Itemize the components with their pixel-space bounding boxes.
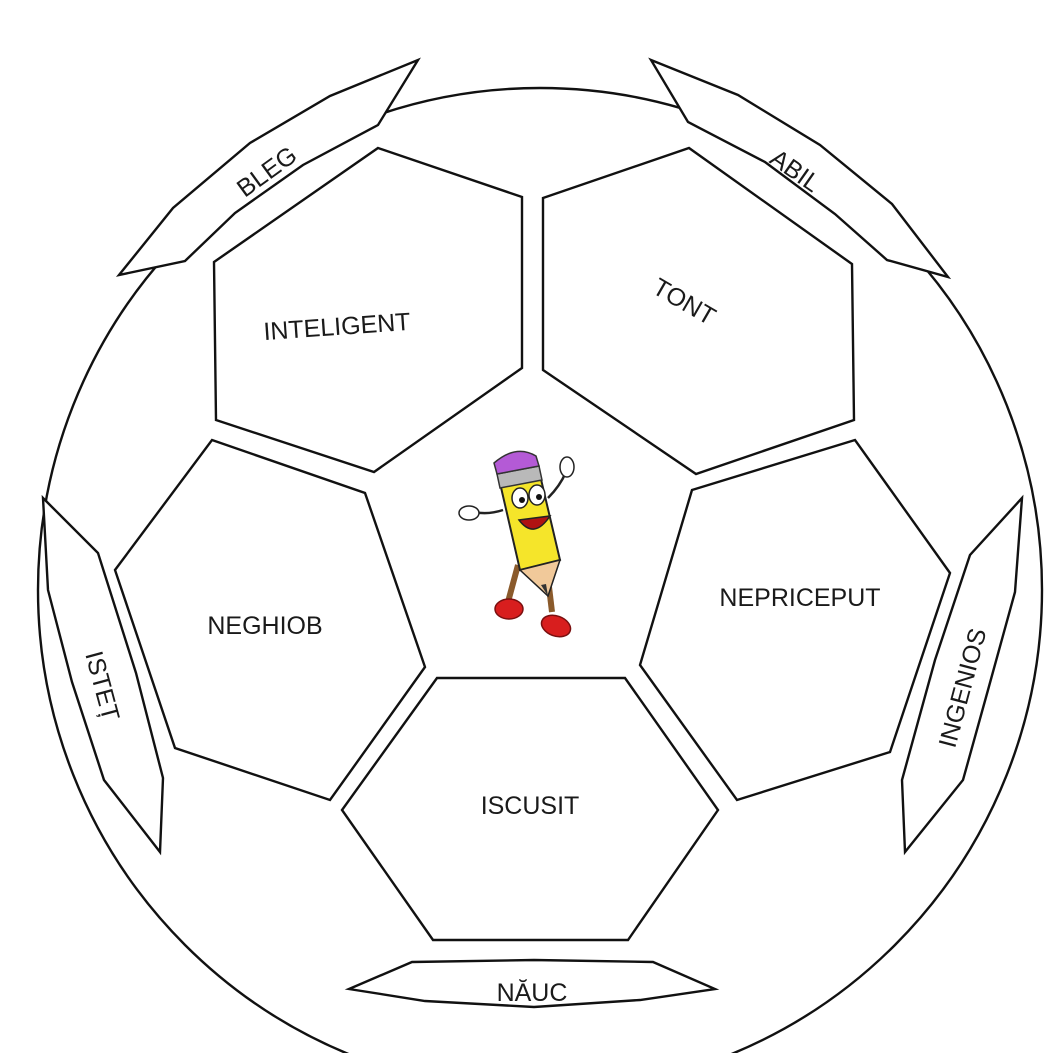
strip-istet bbox=[41, 494, 165, 856]
patch-neghiob bbox=[113, 438, 427, 802]
pencil-character-icon bbox=[458, 450, 575, 638]
patch-iscusit bbox=[340, 676, 720, 942]
word-iscusit: ISCUSIT bbox=[481, 792, 580, 820]
patch-tont bbox=[541, 146, 856, 476]
strip-abil bbox=[648, 57, 952, 280]
patch-inteligent bbox=[212, 146, 524, 474]
strip-ingenios bbox=[900, 494, 1024, 856]
strip-nauc bbox=[344, 958, 720, 1009]
strip-bleg bbox=[115, 57, 421, 277]
word-nepriceput: NEPRICEPUT bbox=[719, 584, 880, 612]
patch-nepriceput bbox=[638, 438, 952, 802]
word-nauc: NĂUC bbox=[497, 978, 568, 1007]
word-neghiob: NEGHIOB bbox=[207, 612, 322, 640]
